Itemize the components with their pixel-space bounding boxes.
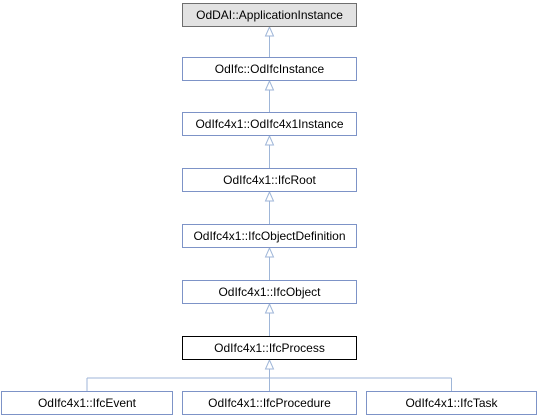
node-ifc-object[interactable]: OdIfc4x1::IfcObject [182, 280, 357, 304]
node-ifc-process[interactable]: OdIfc4x1::IfcProcess [182, 336, 357, 360]
node-ifc-task[interactable]: OdIfc4x1::IfcTask [366, 391, 537, 415]
arrowhead-ifc_root [264, 190, 275, 202]
arrowhead-ifc_object [264, 302, 275, 314]
node-ifc-object-definition[interactable]: OdIfc4x1::IfcObjectDefinition [182, 224, 357, 248]
arrowhead-ifc_process [264, 358, 275, 370]
arrowhead-ifc_object_definition [264, 246, 275, 258]
node-ifc-event[interactable]: OdIfc4x1::IfcEvent [1, 391, 173, 415]
node-ifc-root[interactable]: OdIfc4x1::IfcRoot [182, 168, 357, 192]
arrowhead-odifc_instance [264, 79, 275, 91]
node-application-instance[interactable]: OdDAI::ApplicationInstance [182, 3, 357, 27]
arrowhead-application_instance [264, 25, 275, 37]
node-odifc-instance[interactable]: OdIfc::OdIfcInstance [182, 57, 357, 81]
node-ifc-procedure[interactable]: OdIfc4x1::IfcProcedure [182, 391, 357, 415]
node-odifc4x1-instance[interactable]: OdIfc4x1::OdIfc4x1Instance [182, 112, 357, 136]
arrowhead-odifc4x1_instance [264, 134, 275, 146]
